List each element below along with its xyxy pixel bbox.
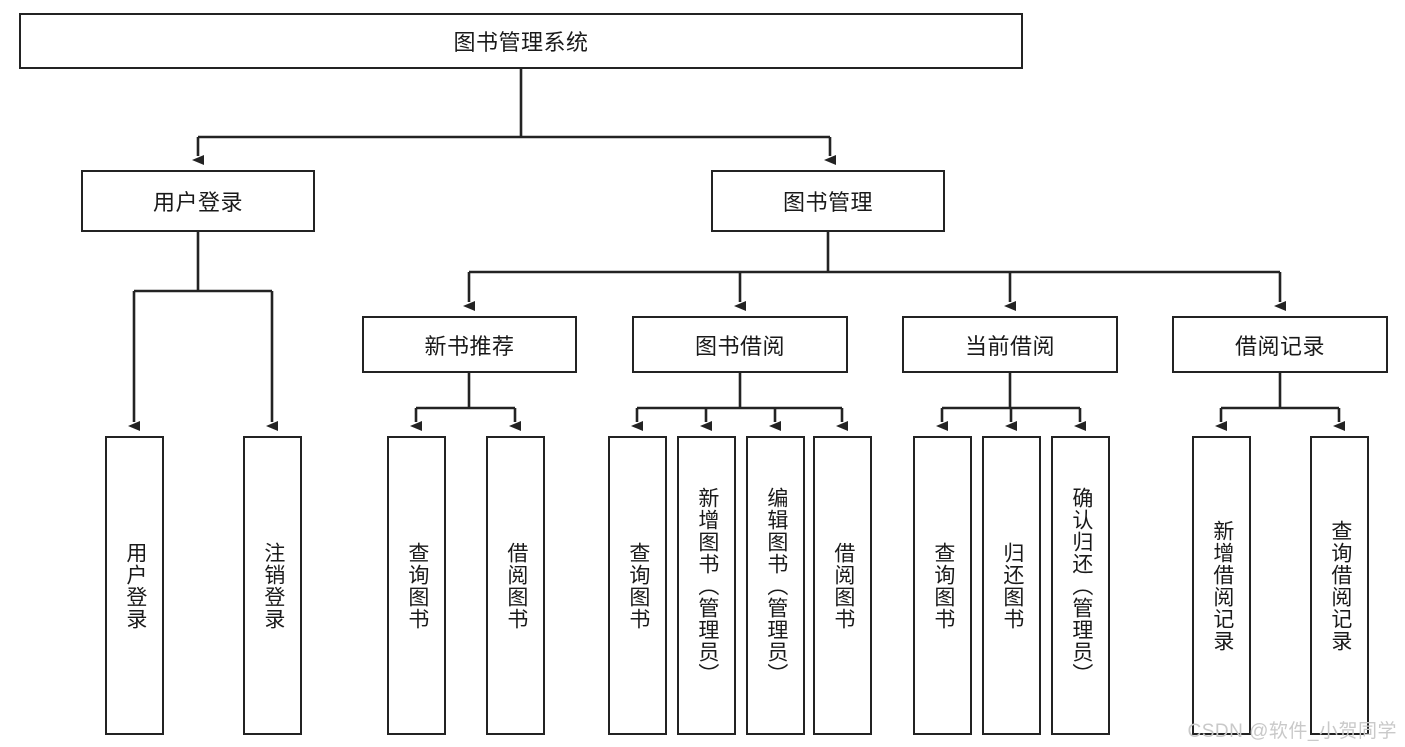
node-leaf-return-book-label: 归还图书 [1000, 541, 1024, 630]
node-book-borrow[interactable]: 图书借阅 [632, 316, 848, 373]
node-leaf-confirm-return-label: 确认归还（管理员） [1069, 486, 1093, 685]
node-leaf-borrow-book-label: 借阅图书 [831, 541, 855, 630]
node-book-borrow-label: 图书借阅 [694, 333, 785, 359]
node-borrow-record[interactable]: 借阅记录 [1172, 316, 1388, 373]
node-book-manage[interactable]: 图书管理 [711, 170, 945, 232]
node-leaf-user-login-label: 用户登录 [123, 541, 147, 630]
node-leaf-borrow-book-rec[interactable]: 借阅图书 [486, 436, 545, 735]
node-leaf-edit-book[interactable]: 编辑图书（管理员） [746, 436, 805, 735]
watermark: CSDN @软件_小贺同学 [1187, 721, 1397, 742]
node-leaf-query-book-borrow[interactable]: 查询图书 [608, 436, 667, 735]
node-leaf-confirm-return[interactable]: 确认归还（管理员） [1051, 436, 1110, 735]
node-current-borrow-label: 当前借阅 [964, 333, 1055, 359]
node-new-book-recommend-label: 新书推荐 [424, 333, 515, 359]
node-leaf-add-book-label: 新增图书（管理员） [695, 486, 719, 685]
node-leaf-query-book-cur[interactable]: 查询图书 [913, 436, 972, 735]
node-leaf-query-book-rec[interactable]: 查询图书 [387, 436, 446, 735]
node-user-login[interactable]: 用户登录 [81, 170, 315, 232]
node-root-label: 图书管理系统 [453, 30, 589, 55]
node-leaf-query-record-label: 查询借阅记录 [1328, 519, 1352, 652]
node-book-manage-label: 图书管理 [782, 190, 873, 215]
node-leaf-query-book-borrow-label: 查询图书 [626, 541, 650, 630]
node-leaf-user-login[interactable]: 用户登录 [105, 436, 164, 735]
node-leaf-add-book[interactable]: 新增图书（管理员） [677, 436, 736, 735]
node-leaf-borrow-book[interactable]: 借阅图书 [813, 436, 872, 735]
node-leaf-query-record[interactable]: 查询借阅记录 [1310, 436, 1369, 735]
node-new-book-recommend[interactable]: 新书推荐 [362, 316, 577, 373]
node-leaf-add-record[interactable]: 新增借阅记录 [1192, 436, 1251, 735]
node-leaf-add-record-label: 新增借阅记录 [1210, 519, 1234, 652]
node-user-login-label: 用户登录 [152, 190, 243, 215]
node-leaf-logout-label: 注销登录 [261, 541, 285, 630]
node-current-borrow[interactable]: 当前借阅 [902, 316, 1118, 373]
node-root[interactable]: 图书管理系统 [19, 13, 1023, 69]
node-leaf-query-book-rec-label: 查询图书 [405, 541, 429, 630]
node-borrow-record-label: 借阅记录 [1234, 333, 1325, 359]
node-leaf-return-book[interactable]: 归还图书 [982, 436, 1041, 735]
node-leaf-borrow-book-rec-label: 借阅图书 [504, 541, 528, 630]
node-leaf-query-book-cur-label: 查询图书 [931, 541, 955, 630]
node-leaf-logout[interactable]: 注销登录 [243, 436, 302, 735]
node-leaf-edit-book-label: 编辑图书（管理员） [764, 486, 788, 685]
